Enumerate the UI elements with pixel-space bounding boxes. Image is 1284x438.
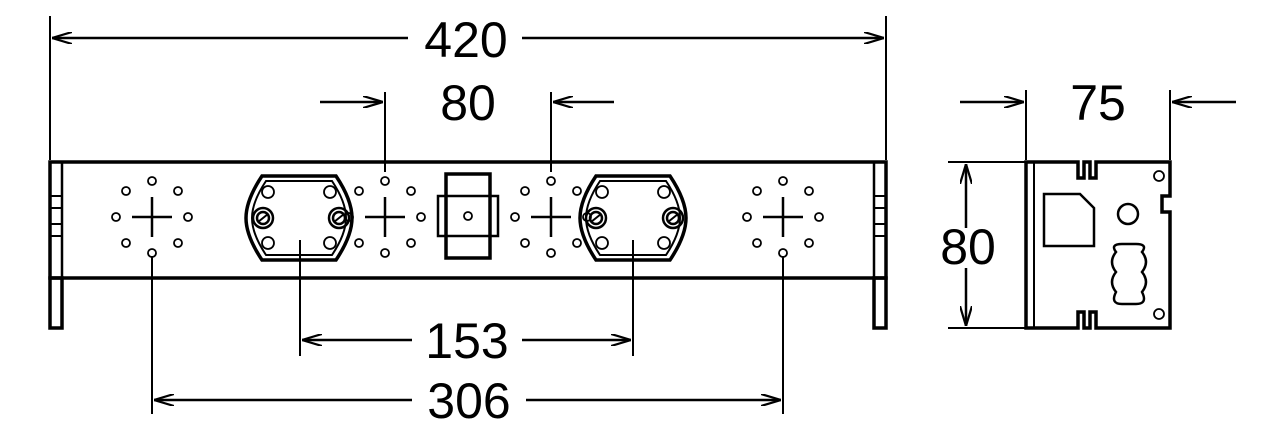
- lampholder-left: [244, 174, 354, 262]
- side-profile: [1024, 160, 1172, 330]
- dim-label-mounting-spacing: 306: [427, 373, 510, 429]
- end-detail-right: [874, 195, 886, 237]
- front-view: 420 80: [48, 12, 888, 429]
- hole-pattern-3: [510, 176, 592, 258]
- hole-pattern-2: [344, 176, 426, 258]
- end-bracket-left: [48, 276, 64, 330]
- hole-pattern-4: [742, 176, 824, 258]
- dim-label-overall-width: 420: [424, 12, 507, 68]
- center-clip: [436, 172, 500, 260]
- lampholder-right: [578, 174, 688, 262]
- end-detail-left: [50, 195, 62, 237]
- dim-label-spacing-top: 80: [440, 75, 496, 131]
- hole-pattern-1: [111, 176, 193, 258]
- end-bracket-right: [872, 276, 888, 330]
- side-view: 75 80: [940, 75, 1236, 330]
- channel-body: [48, 160, 888, 280]
- dim-label-depth: 75: [1070, 75, 1126, 131]
- dim-label-height: 80: [940, 219, 996, 275]
- dim-label-lampholder-spacing: 153: [425, 313, 508, 369]
